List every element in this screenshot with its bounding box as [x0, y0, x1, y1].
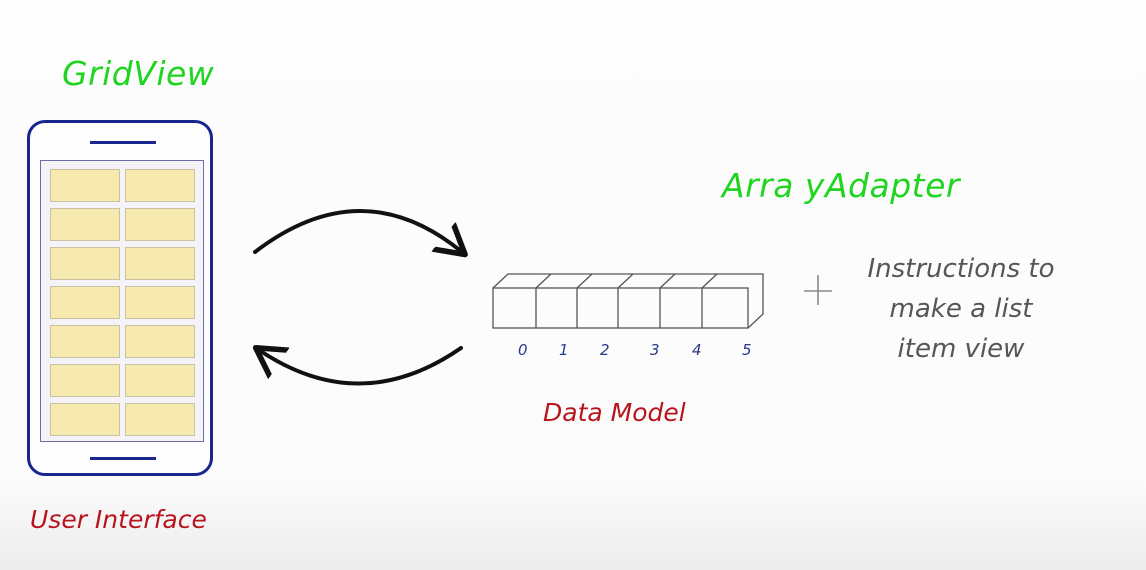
- arrow-data-to-ui: [259, 348, 463, 386]
- instructions-line-3: item view: [897, 334, 1025, 364]
- array-cell-dividers: [535, 273, 718, 328]
- array-index-1: 1: [559, 341, 569, 359]
- grid-cell: [125, 325, 195, 358]
- array-index-0: 0: [518, 341, 528, 359]
- grid-cell: [125, 364, 195, 397]
- gridview-title: GridView: [62, 54, 215, 93]
- array-index-4: 4: [692, 341, 702, 359]
- grid-cell: [50, 364, 120, 397]
- instructions-line-1: Instructions to: [867, 254, 1055, 284]
- instructions-text: Instructions to make a list item view: [858, 249, 1064, 369]
- array-top-and-side-edge: [492, 273, 764, 329]
- phone-speaker: [90, 141, 156, 144]
- grid-cell: [50, 325, 120, 358]
- grid-cell: [50, 208, 120, 241]
- array-index-3: 3: [650, 341, 660, 359]
- plus-icon: +: [804, 275, 832, 305]
- array-index-2: 2: [600, 341, 610, 359]
- grid-cell: [50, 286, 120, 319]
- user-interface-label: User Interface: [30, 505, 207, 534]
- grid-cell: [50, 403, 120, 436]
- phone-screen: [40, 160, 204, 442]
- array-front-face: [492, 287, 749, 329]
- data-model-label: Data Model: [543, 398, 686, 427]
- phone-home-bar: [90, 457, 156, 460]
- phone-illustration: [27, 120, 213, 476]
- arrayadapter-title: Arra yAdapter: [722, 166, 960, 205]
- grid-cell: [125, 208, 195, 241]
- grid-cell: [50, 247, 120, 280]
- grid-cell: [125, 403, 195, 436]
- grid-view-cells: [50, 169, 195, 436]
- grid-cell: [125, 247, 195, 280]
- arrow-ui-to-data: [253, 209, 462, 252]
- grid-cell: [50, 169, 120, 202]
- instructions-line-2: make a list: [889, 294, 1033, 324]
- grid-cell: [125, 169, 195, 202]
- grid-cell: [125, 286, 195, 319]
- array-index-5: 5: [742, 341, 752, 359]
- data-model-array: [492, 273, 764, 329]
